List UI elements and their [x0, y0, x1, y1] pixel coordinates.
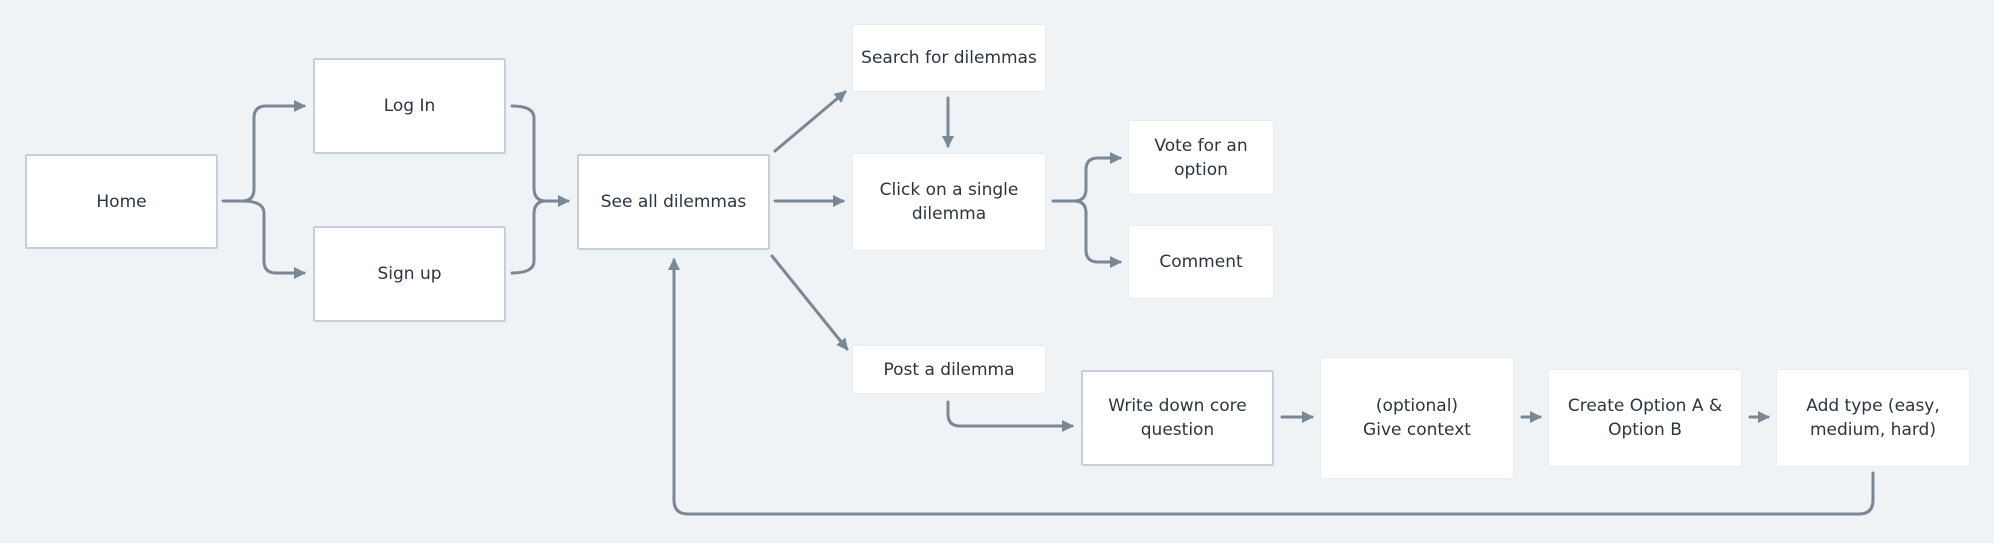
node-write-core-question-label: Write down core question [1108, 396, 1247, 440]
arrow-see-all-to-post [770, 254, 849, 351]
arrow-click-to-vote [1051, 152, 1122, 203]
node-post-a-dilemma-label: Post a dilemma [883, 359, 1015, 380]
node-write-core-question[interactable]: Write down core question [1081, 370, 1274, 466]
node-home[interactable]: Home [25, 154, 218, 249]
node-see-all-dilemmas[interactable]: See all dilemmas [577, 154, 770, 250]
node-give-context[interactable]: (optional) Give context [1321, 358, 1513, 478]
node-post-a-dilemma[interactable]: Post a dilemma [853, 346, 1045, 393]
node-search-for-dilemmas-label: Search for dilemmas [861, 48, 1037, 68]
arrow-post-to-write-question [946, 400, 1074, 432]
node-home-label: Home [96, 191, 147, 212]
node-log-in[interactable]: Log In [313, 58, 506, 154]
node-add-type[interactable]: Add type (easy, medium, hard) [1777, 370, 1969, 466]
node-search-for-dilemmas[interactable]: Search for dilemmas [853, 25, 1045, 91]
arrow-see-all-to-search [773, 90, 847, 153]
node-click-single-dilemma[interactable]: Click on a single dilemma [853, 154, 1045, 250]
arrow-home-to-login [221, 100, 306, 203]
node-create-options-label: Create Option A & Option B [1567, 396, 1723, 440]
node-comment[interactable]: Comment [1129, 226, 1273, 298]
node-sign-up-label: Sign up [377, 264, 442, 284]
arrow-signup-to-see-all [510, 199, 548, 275]
arrow-login-to-see-all [510, 104, 570, 207]
node-click-single-dilemma-label: Click on a single dilemma [879, 180, 1019, 224]
node-create-options[interactable]: Create Option A & Option B [1549, 370, 1741, 466]
node-vote-for-option[interactable]: Vote for an option [1129, 121, 1273, 194]
node-give-context-label: (optional) Give context [1363, 396, 1471, 440]
node-log-in-label: Log In [383, 96, 436, 116]
node-comment-label: Comment [1159, 252, 1243, 272]
node-vote-for-option-label: Vote for an option [1154, 135, 1248, 180]
arrow-add-type-back-to-see-all [668, 258, 1875, 516]
arrow-home-to-signup [240, 199, 306, 279]
node-see-all-dilemmas-label: See all dilemmas [600, 192, 747, 212]
node-add-type-label: Add type (easy, medium, hard) [1806, 396, 1940, 440]
node-sign-up[interactable]: Sign up [313, 226, 506, 322]
arrow-click-to-comment [1072, 199, 1122, 268]
